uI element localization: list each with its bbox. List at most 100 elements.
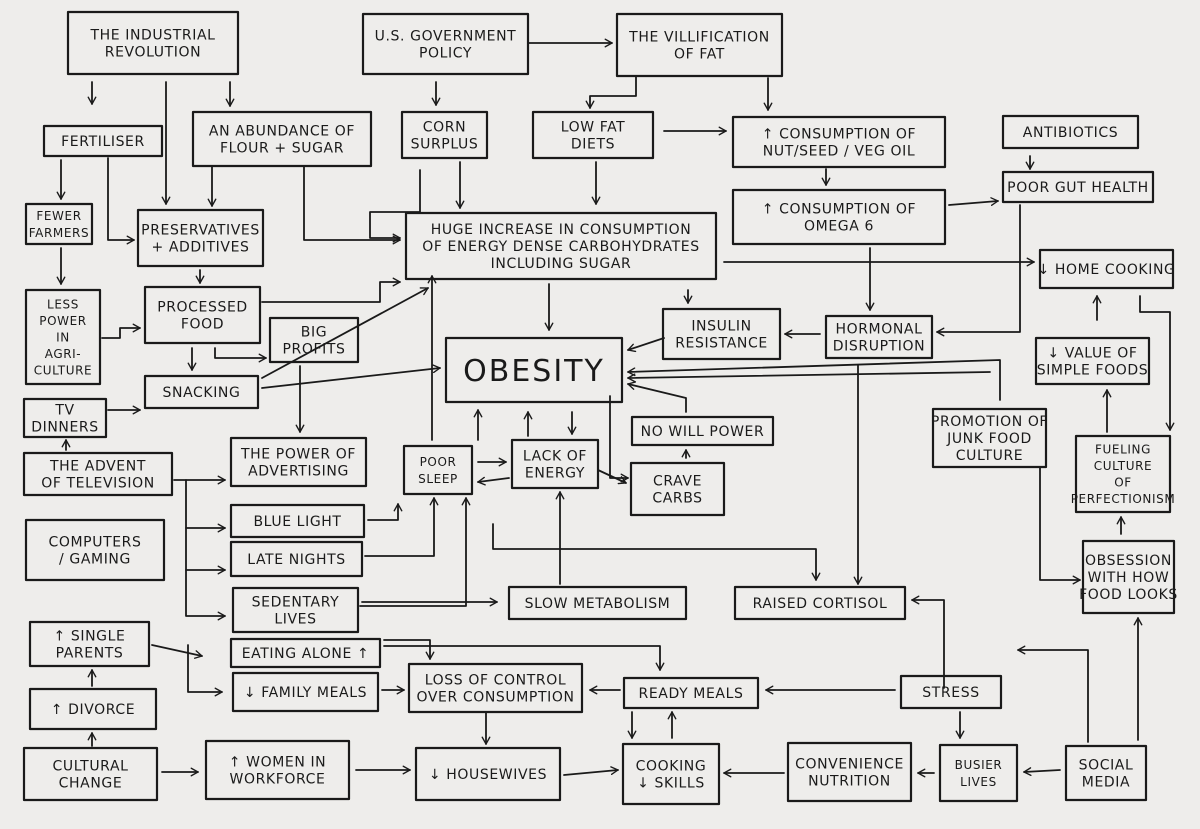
causal-arrow [585,75,637,109]
node-label: OF FAT [674,47,725,63]
node-cooking: COOKING↓ SKILLS [621,742,721,806]
node-label: CARBS [652,491,702,507]
node-label: NUT/SEED / VEG OIL [763,144,915,160]
node-box [731,115,947,169]
node-label: HORMONAL [835,322,922,338]
node-label: OBESITY [463,354,605,389]
node-label: DIETS [571,137,615,153]
causal-arrow [261,364,441,389]
node-cortisol: RAISED CORTISOL [733,585,907,621]
node-box [510,438,600,490]
node-label: PARENTS [56,646,124,662]
node-label: CULTURE [34,363,92,377]
node-label: PROMOTION OF [931,414,1048,430]
causal-arrow [1039,466,1081,585]
node-label: FERTILISER [61,134,145,150]
node-label: THE VILLIFICATION [628,30,770,46]
node-label: FARMERS [29,226,89,240]
node-fertiliser: FERTILISER [42,124,164,158]
node-label: SOCIAL [1079,758,1134,774]
node-label: ↑ CONSUMPTION OF [762,202,916,218]
node-stress: STRESS [899,674,1003,710]
causal-arrow [359,497,471,607]
node-box [629,461,726,517]
node-label: ↓ HOME COOKING [1038,262,1176,278]
node-label: LIVES [274,612,316,628]
node-label: SLOW METABOLISM [525,596,671,612]
node-label: CULTURE [956,448,1023,464]
node-box [143,285,262,345]
node-label: U.S. GOVERNMENT [375,29,517,45]
node-box [231,671,380,713]
causal-arrow [369,169,421,243]
node-label: / GAMING [59,552,131,568]
node-label: ↓ SKILLS [637,776,705,792]
causal-arrow [185,479,226,621]
node-label: INCLUDING SUGAR [491,256,632,272]
node-box [361,12,530,76]
node-label: CONVENIENCE [795,757,904,773]
node-label: PERFECTIONISM [1071,492,1176,506]
node-snacking: SNACKING [143,374,260,410]
node-computers: COMPUTERS/ GAMING [24,518,166,582]
node-homecook: ↓ HOME COOKING [1038,248,1176,290]
node-box [229,540,364,578]
causal-arrow [609,395,629,483]
node-box [733,585,907,621]
node-label: ↓ VALUE OF [1047,346,1137,362]
causal-arrow [383,639,435,660]
node-label: SIMPLE FOODS [1037,363,1149,379]
node-box [615,12,784,78]
node-box [661,307,782,361]
node-box [622,676,760,710]
node-box [931,407,1048,469]
node-box [414,746,562,802]
node-box [204,739,351,801]
causal-arrow [627,371,991,383]
node-label: LACK OF [523,449,587,465]
node-label: CORN [423,120,466,136]
node-box [268,316,360,364]
node-label: CHANGE [59,776,123,792]
node-box [66,10,240,76]
node-label: DINNERS [31,420,99,436]
node-label: SNACKING [163,385,241,401]
node-label: AGRI- [45,347,82,361]
node-label: ENERGY [525,466,585,482]
node-label: STRESS [922,685,979,701]
node-bluelight: BLUE LIGHT [229,503,366,539]
node-label: FOOD LOOKS [1079,587,1178,603]
node-label: + ADDITIVES [151,240,249,256]
node-box [191,110,373,168]
node-label: WORKFORCE [230,772,326,788]
node-label: BLUE LIGHT [253,514,341,530]
node-label: LOW FAT [561,120,626,136]
node-label: FLOUR + SUGAR [220,141,344,157]
node-box [229,637,382,669]
node-label: SLEEP [418,472,458,486]
causal-arrow [101,323,141,339]
causal-arrow [364,497,439,557]
node-readymeals: READY MEALS [622,676,760,710]
node-label: CULTURAL [52,759,128,775]
node-label: POLICY [419,46,472,62]
node-label: INSULIN [691,319,751,335]
node-label: AN ABUNDANCE OF [209,124,355,140]
